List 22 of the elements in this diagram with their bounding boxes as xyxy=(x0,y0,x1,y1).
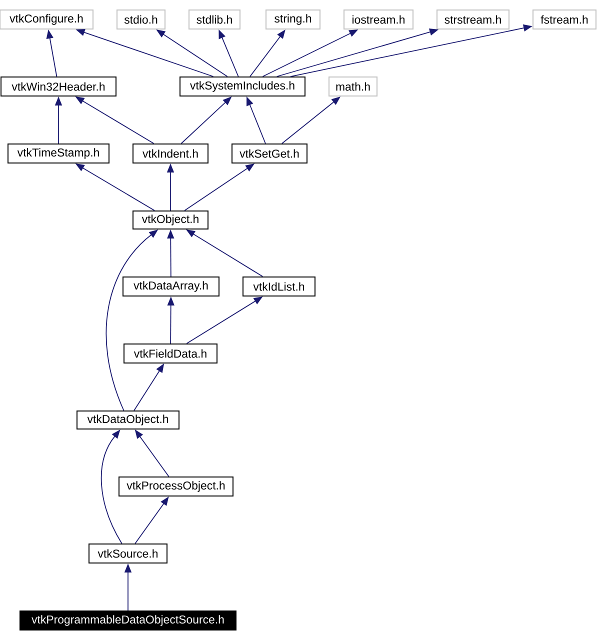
file-box: vtkSetGet.h xyxy=(232,144,308,164)
file-box: stdlib.h xyxy=(188,10,240,30)
file-box: string.h xyxy=(266,10,320,30)
file-box: vtkSource.h xyxy=(88,544,168,564)
file-box: fstream.h xyxy=(532,10,596,30)
file-box: stdio.h xyxy=(116,10,166,30)
arrow xyxy=(282,96,340,144)
file-box: vtkFieldData.h xyxy=(124,344,218,364)
file-box: math.h xyxy=(328,76,378,96)
file-box: vtkIdList.h xyxy=(242,276,316,296)
file-box: vtkWin32Header.h xyxy=(0,76,116,96)
file-box: strstream.h xyxy=(436,10,510,30)
file-box: vtkTimeStamp.h xyxy=(8,144,110,164)
file-box: iostream.h xyxy=(344,10,414,30)
file-box: vtkObject.h xyxy=(132,210,208,230)
file-box: vtkProcessObject.h xyxy=(118,476,234,496)
highlighted-file-box: vtkProgrammableDataObjectSource.h xyxy=(20,610,236,630)
file-box: vtkDataArray.h xyxy=(122,276,220,296)
file-box: vtkDataObject.h xyxy=(76,410,180,430)
file-box: vtkConfigure.h xyxy=(0,10,94,30)
file-box: vtkSystemIncludes.h xyxy=(180,76,306,96)
file-box: vtkIndent.h xyxy=(132,144,208,164)
